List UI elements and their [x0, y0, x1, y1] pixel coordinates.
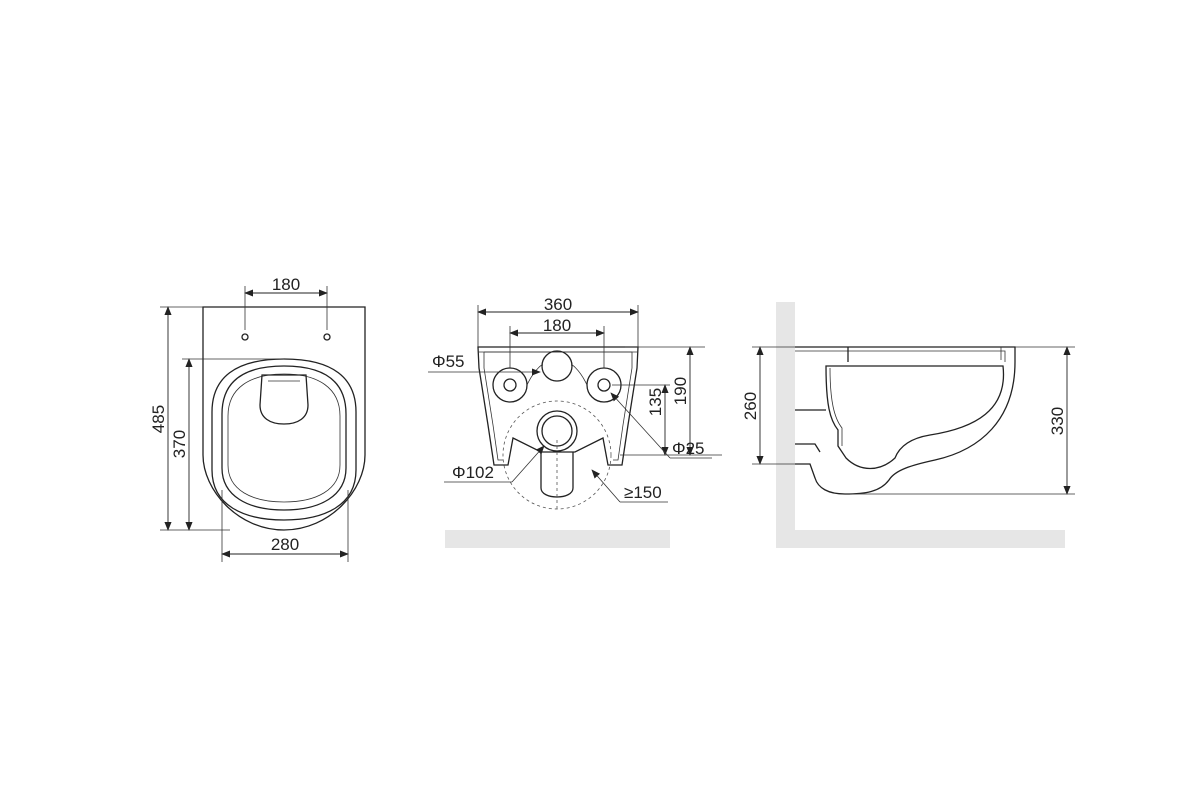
label-bolt-spacing: 180 [272, 275, 300, 294]
flush-rim-opening [259, 374, 309, 425]
leader-line [610, 392, 671, 459]
label-inlet-height: 190 [671, 377, 690, 405]
label-seat-length: 370 [170, 430, 189, 458]
bolt-web [526, 364, 588, 386]
label-bolt-spacing: 180 [543, 316, 571, 335]
floor [445, 530, 670, 548]
label-total-width: 360 [544, 295, 572, 314]
rear-view-outline [477, 346, 639, 466]
bowl-inner-curve [829, 367, 843, 446]
seat-ring-outer [211, 358, 357, 521]
side-view-outline [795, 346, 1016, 495]
label-mount-height: 260 [741, 392, 760, 420]
leader-line [511, 445, 545, 483]
bowl-opening [227, 373, 341, 503]
outlet-circle [536, 410, 578, 452]
top-view-outline [202, 306, 366, 531]
bowl-profile [825, 365, 1005, 470]
seat-lid-line [795, 350, 1006, 362]
label-water-inlet: Φ55 [432, 352, 464, 371]
wall-and-floor [776, 302, 1065, 548]
bolt-hole-left-outer [492, 367, 528, 403]
label-outlet-height: 135 [646, 388, 665, 416]
rear-view: 360 180 Φ55 135 190 Φ25 Φ102 ≥150 [428, 295, 722, 548]
label-total-length: 485 [149, 405, 168, 433]
label-total-height: 330 [1048, 407, 1067, 435]
bowl-trap [795, 409, 826, 453]
label-width: 280 [271, 535, 299, 554]
water-inlet-circle [541, 350, 573, 382]
bolt-hole-left [241, 333, 249, 341]
side-view: 260 330 [741, 302, 1075, 548]
bolt-hole-right-inner [597, 378, 611, 392]
label-min-clearance: ≥150 [624, 483, 662, 502]
leader-line [591, 469, 621, 503]
bolt-hole-left-inner [503, 378, 517, 392]
top-view: 180 485 370 280 [149, 275, 366, 562]
label-bolt-hole: Φ25 [672, 439, 704, 458]
bolt-hole-right [323, 333, 331, 341]
label-outlet-pipe: Φ102 [452, 463, 494, 482]
seat-ring-inner [221, 365, 347, 511]
